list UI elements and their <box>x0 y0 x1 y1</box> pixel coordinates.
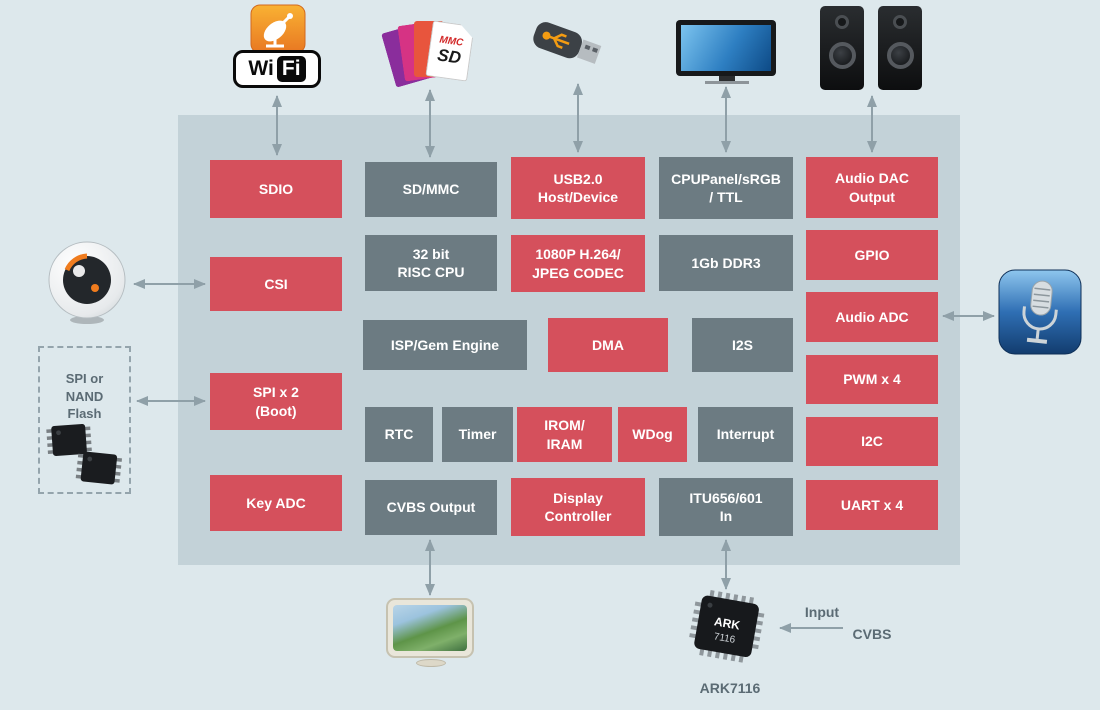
block-dma: DMA <box>548 318 668 372</box>
block-uart: UART x 4 <box>806 480 938 530</box>
block-timer: Timer <box>442 407 513 462</box>
block-audio-dac: Audio DAC Output <box>806 157 938 218</box>
block-sdio: SDIO <box>210 160 342 218</box>
memory-card-front: MMC SD <box>425 20 474 81</box>
block-usb: USB2.0 Host/Device <box>511 157 645 219</box>
wifi-icon: Wi Fi <box>233 4 325 90</box>
display-monitor-icon <box>676 20 778 86</box>
headrest-monitor-screen <box>393 605 467 651</box>
block-i2c: I2C <box>806 417 938 466</box>
block-isp-engine: ISP/Gem Engine <box>363 320 527 370</box>
flash-memory-box: SPI or NAND Flash <box>38 346 131 494</box>
wifi-logo: Wi Fi <box>233 50 321 88</box>
chip-marking-line2: 7116 <box>713 631 737 646</box>
block-risc-cpu: 32 bit RISC CPU <box>365 235 497 291</box>
block-cpupanel: CPUPanel/sRGB / TTL <box>659 157 793 219</box>
headrest-monitor-base <box>416 659 446 667</box>
block-codec: 1080P H.264/ JPEG CODEC <box>511 235 645 292</box>
woofer-icon <box>828 42 856 69</box>
block-cvbs-output: CVBS Output <box>365 480 497 535</box>
block-csi: CSI <box>210 257 342 311</box>
block-gpio: GPIO <box>806 230 938 280</box>
monitor-screen <box>681 25 771 71</box>
ark7116-chip-icon: ARK 7116 <box>684 588 776 678</box>
block-spi: SPI x 2 (Boot) <box>210 373 342 430</box>
monitor-frame <box>676 20 776 76</box>
chip-marking-line1: ARK <box>713 614 741 632</box>
block-pwm: PWM x 4 <box>806 355 938 404</box>
block-itu: ITU656/601 In <box>659 478 793 536</box>
block-audio-adc: Audio ADC <box>806 292 938 342</box>
block-rtc: RTC <box>365 407 433 462</box>
block-sd-mmc: SD/MMC <box>365 162 497 217</box>
microphone-icon <box>997 268 1083 356</box>
block-ddr3: 1Gb DDR3 <box>659 235 793 291</box>
cvbs-caption: CVBS <box>852 626 892 642</box>
block-interrupt: Interrupt <box>698 407 793 462</box>
woofer-icon <box>886 42 914 69</box>
wifi-logo-fi: Fi <box>276 55 306 83</box>
wifi-logo-wi: Wi <box>248 57 274 80</box>
headrest-monitor-icon <box>386 598 476 672</box>
camera-icon <box>42 236 132 328</box>
block-wdog: WDog <box>618 407 687 462</box>
sd-label: SD <box>436 44 463 68</box>
satellite-dish-icon <box>250 4 306 59</box>
tweeter-icon <box>835 15 849 29</box>
flash-memory-label: SPI or NAND Flash <box>65 371 104 422</box>
usb-drive-icon <box>526 14 612 80</box>
block-display-ctrl: Display Controller <box>511 478 645 536</box>
monitor-stand <box>719 76 735 81</box>
speaker-right <box>878 6 922 90</box>
monitor-base <box>705 81 749 84</box>
block-key-adc: Key ADC <box>210 475 342 531</box>
ark7116-caption: ARK7116 <box>699 680 761 696</box>
flash-chips-icon <box>45 423 122 485</box>
headrest-monitor-frame <box>386 598 474 658</box>
input-caption: Input <box>804 604 840 620</box>
speakers-icon <box>820 6 936 94</box>
block-irom-iram: IROM/ IRAM <box>517 407 612 462</box>
speaker-left <box>820 6 864 90</box>
sd-mmc-cards-icon: MMC SD <box>386 20 484 86</box>
block-i2s: I2S <box>692 318 793 372</box>
tweeter-icon <box>893 15 907 29</box>
